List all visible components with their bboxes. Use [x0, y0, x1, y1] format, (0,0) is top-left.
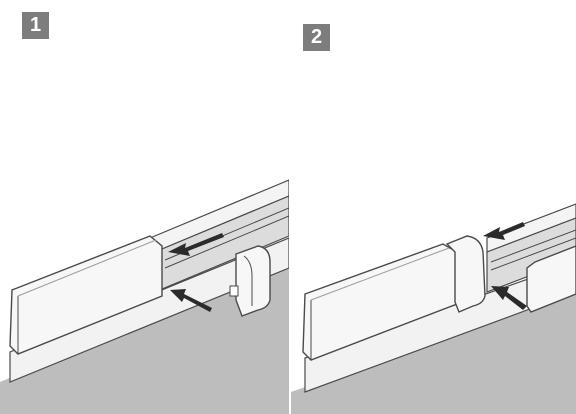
track-top: [486, 203, 576, 253]
push-arrow-upper: [483, 222, 525, 240]
push-arrow-upper: [168, 233, 224, 256]
step-1-badge: 1: [22, 12, 49, 39]
base-rail: [9, 237, 289, 383]
step-2-panel: [291, 0, 576, 414]
step-1-illustration: [0, 179, 289, 414]
second-cover-panel: [526, 245, 576, 313]
wall-surface: [0, 262, 289, 414]
push-arrow-lower: [491, 286, 527, 310]
end-clip: [235, 245, 271, 317]
cover-panel: [9, 235, 163, 355]
push-arrow-lower: [170, 289, 212, 312]
end-clip: [445, 235, 486, 313]
step-2-badge: 2: [303, 24, 330, 51]
wall-surface: [291, 294, 576, 414]
step-1-panel: [0, 179, 289, 414]
step-2-illustration: [291, 203, 576, 414]
